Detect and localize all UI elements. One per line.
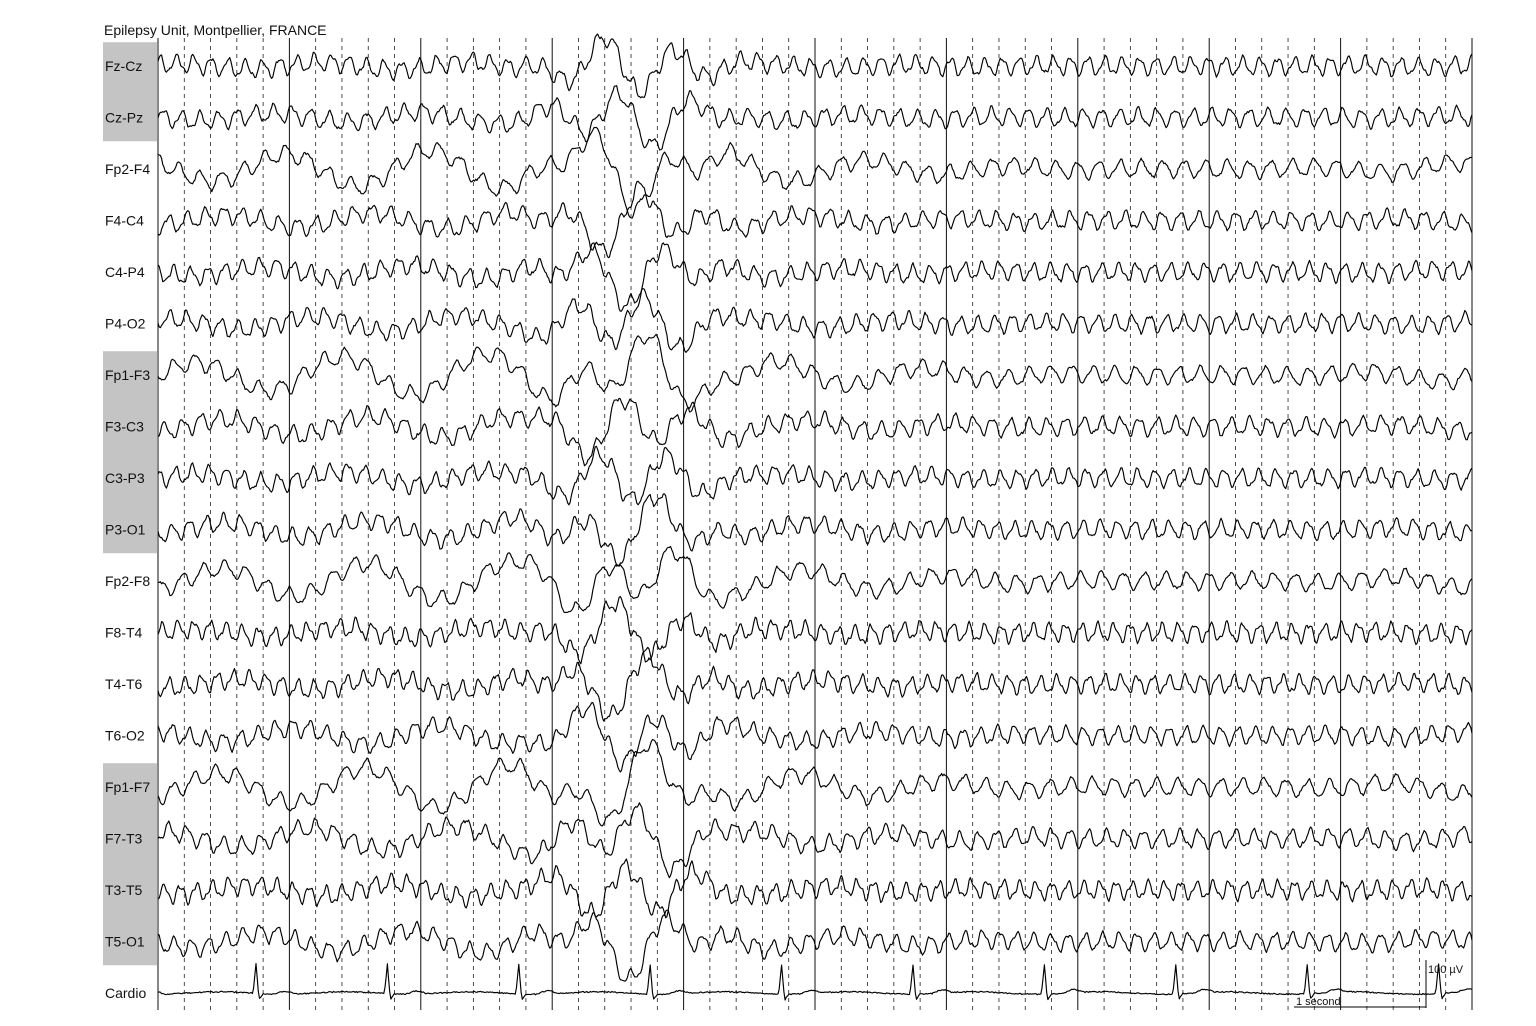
channel-label: F3-C3 bbox=[105, 419, 144, 435]
channel-label: Fp2-F4 bbox=[105, 161, 150, 177]
channel-label: P3-O1 bbox=[105, 522, 146, 538]
eeg-trace-f7-t3 bbox=[157, 802, 1473, 879]
eeg-trace-t6-o2 bbox=[157, 702, 1473, 773]
eeg-trace-t5-o1 bbox=[157, 909, 1473, 982]
amplitude-scale-label: 100 µV bbox=[1428, 964, 1464, 976]
channel-labels: Fz-CzCz-PzFp2-F4F4-C4C4-P4P4-O2Fp1-F3F3-… bbox=[105, 58, 150, 1001]
channel-label: Fp1-F3 bbox=[105, 367, 150, 383]
shaded-group-2 bbox=[103, 763, 157, 966]
channel-label: F7-T3 bbox=[105, 831, 143, 847]
eeg-trace-p4-o2 bbox=[157, 288, 1473, 353]
eeg-trace-f3-c3 bbox=[157, 397, 1473, 467]
shaded-label-groups bbox=[103, 42, 157, 966]
channel-label: T6-O2 bbox=[105, 728, 145, 744]
recording-title: Epilepsy Unit, Montpellier, FRANCE bbox=[104, 22, 327, 38]
eeg-trace-fz-cz bbox=[157, 33, 1473, 99]
channel-label: T5-O1 bbox=[105, 934, 145, 950]
shaded-group-0 bbox=[103, 42, 157, 142]
channel-label: Cz-Pz bbox=[105, 110, 143, 126]
channel-label: F8-T4 bbox=[105, 625, 143, 641]
eeg-trace-cardio bbox=[157, 963, 1473, 1001]
channel-label: C3-P3 bbox=[105, 470, 145, 486]
channel-label: Fp2-F8 bbox=[105, 573, 150, 589]
eeg-trace-fp2-f8 bbox=[157, 545, 1473, 614]
eeg-trace-fp2-f4 bbox=[157, 126, 1473, 219]
time-gridlines bbox=[157, 38, 1473, 1010]
eeg-trace-f8-t4 bbox=[157, 595, 1473, 665]
time-scale-label: 1 second bbox=[1296, 996, 1341, 1008]
eeg-trace-f4-c4 bbox=[157, 180, 1473, 259]
channel-label: Fp1-F7 bbox=[105, 779, 150, 795]
eeg-traces bbox=[157, 33, 1473, 1001]
eeg-trace-fp1-f7 bbox=[157, 738, 1473, 827]
channel-label: T4-T6 bbox=[105, 676, 143, 692]
eeg-trace-p3-o1 bbox=[157, 493, 1473, 567]
channel-label: P4-O2 bbox=[105, 316, 146, 332]
channel-label: Cardio bbox=[105, 985, 146, 1001]
eeg-trace-cz-pz bbox=[157, 85, 1473, 151]
shaded-group-1 bbox=[103, 351, 157, 554]
eeg-trace-fp1-f3 bbox=[157, 333, 1473, 413]
eeg-trace-c3-p3 bbox=[157, 445, 1473, 506]
eeg-trace-t3-t5 bbox=[157, 858, 1473, 919]
eeg-trace-c4-p4 bbox=[157, 242, 1473, 312]
channel-label: C4-P4 bbox=[105, 264, 145, 280]
scale-bar: 1 second 100 µV bbox=[1294, 960, 1464, 1008]
eeg-trace-t4-t6 bbox=[157, 646, 1473, 722]
channel-label: Fz-Cz bbox=[105, 58, 142, 74]
channel-label: F4-C4 bbox=[105, 213, 144, 229]
channel-label: T3-T5 bbox=[105, 882, 143, 898]
